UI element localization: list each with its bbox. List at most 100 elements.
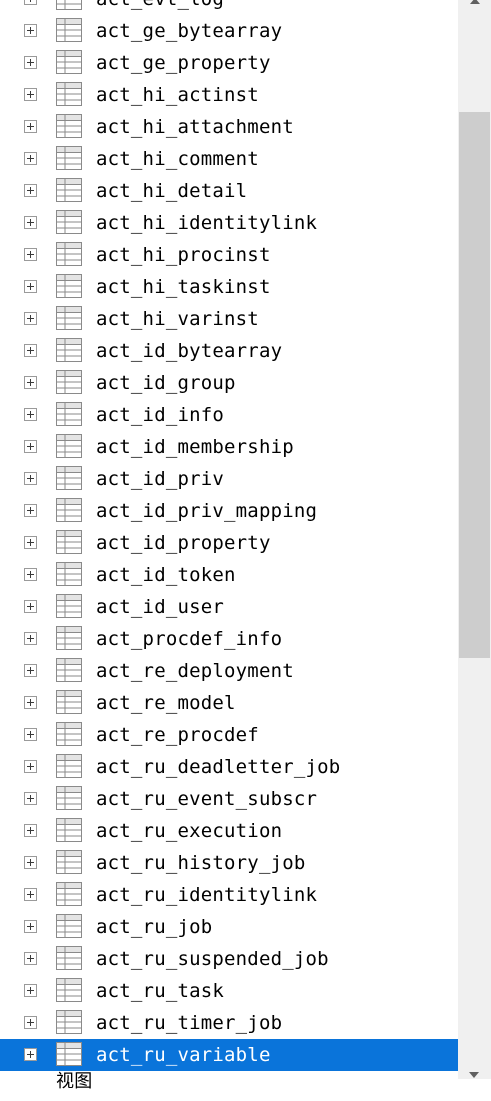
tree-node-label: act_re_model (96, 692, 236, 714)
scroll-up-arrow-icon[interactable] (458, 0, 491, 20)
expand-plus-icon[interactable] (24, 792, 37, 805)
tree-node-table[interactable]: act_ru_deadletter_job (0, 751, 458, 783)
tree-node-label: act_re_procdef (96, 724, 259, 746)
tree-node-label: act_ru_deadletter_job (96, 756, 341, 778)
tree-node-table[interactable]: act_ru_identitylink (0, 879, 458, 911)
table-icon (56, 786, 82, 810)
expand-plus-icon[interactable] (24, 888, 37, 901)
expand-plus-icon[interactable] (24, 344, 37, 357)
expand-plus-icon[interactable] (24, 1048, 37, 1061)
tree-node-label: act_id_membership (96, 436, 294, 458)
table-icon (56, 978, 82, 1002)
table-icon (56, 658, 82, 682)
tree-node-table[interactable]: act_id_user (0, 591, 458, 623)
expand-plus-icon[interactable] (24, 632, 37, 645)
expand-plus-icon[interactable] (24, 504, 37, 517)
tree-node-table[interactable]: act_id_bytearray (0, 335, 458, 367)
tree-node-table[interactable]: act_ru_task (0, 975, 458, 1007)
table-icon (56, 690, 82, 714)
table-icon (56, 370, 82, 394)
tree-node-label: act_id_priv (96, 468, 225, 490)
expand-plus-icon[interactable] (24, 184, 37, 197)
tree-node-label: act_hi_actinst (96, 84, 259, 106)
expand-plus-icon[interactable] (24, 280, 37, 293)
tree-node-table[interactable]: act_ru_suspended_job (0, 943, 458, 975)
tree-node-table[interactable]: act_evt_log (0, 0, 458, 15)
table-icon (56, 562, 82, 586)
expand-plus-icon[interactable] (24, 568, 37, 581)
expand-plus-icon[interactable] (24, 376, 37, 389)
expand-plus-icon[interactable] (24, 824, 37, 837)
tree-node-table[interactable]: act_ru_execution (0, 815, 458, 847)
tree-node-table[interactable]: act_ru_timer_job (0, 1007, 458, 1039)
tree-node-table[interactable]: act_hi_procinst (0, 239, 458, 271)
tree-node-table[interactable]: act_id_property (0, 527, 458, 559)
tree-node-table[interactable]: act_ge_bytearray (0, 15, 458, 47)
tree-node-table[interactable]: act_hi_comment (0, 143, 458, 175)
tree-node-label: act_id_token (96, 564, 236, 586)
table-icon (56, 594, 82, 618)
expand-plus-icon[interactable] (24, 1016, 37, 1029)
tree-node-table[interactable]: act_id_priv (0, 463, 458, 495)
expand-plus-icon[interactable] (24, 696, 37, 709)
tree-node-label: act_id_group (96, 372, 236, 394)
tree-node-table[interactable]: act_hi_actinst (0, 79, 458, 111)
tree-node-table[interactable]: act_id_group (0, 367, 458, 399)
tree-node-table[interactable]: act_ru_variable (0, 1039, 458, 1071)
tree-node-table[interactable]: act_hi_identitylink (0, 207, 458, 239)
tree-node-table[interactable]: act_re_procdef (0, 719, 458, 751)
expand-plus-icon[interactable] (24, 120, 37, 133)
vertical-scrollbar[interactable] (458, 0, 491, 1079)
tree-node-table[interactable]: act_hi_detail (0, 175, 458, 207)
tree-node-label: act_ru_suspended_job (96, 948, 329, 970)
expand-plus-icon[interactable] (24, 728, 37, 741)
tree-node-label: act_hi_comment (96, 148, 259, 170)
table-icon (56, 498, 82, 522)
expand-plus-icon[interactable] (24, 152, 37, 165)
tree-node-label: act_ge_property (96, 52, 271, 74)
table-icon (56, 338, 82, 362)
tree-node-views[interactable]: 视图 (0, 1071, 458, 1101)
expand-plus-icon[interactable] (24, 760, 37, 773)
tree-node-label: act_ge_bytearray (96, 20, 283, 42)
table-icon (56, 466, 82, 490)
expand-plus-icon[interactable] (24, 856, 37, 869)
tree-node-table[interactable]: act_procdef_info (0, 623, 458, 655)
tree-node-table[interactable]: act_ru_event_subscr (0, 783, 458, 815)
expand-plus-icon[interactable] (24, 664, 37, 677)
expand-plus-icon[interactable] (24, 216, 37, 229)
table-icon (56, 946, 82, 970)
expand-plus-icon[interactable] (24, 440, 37, 453)
expand-plus-icon[interactable] (24, 984, 37, 997)
table-icon (56, 626, 82, 650)
tree-node-table[interactable]: act_hi_taskinst (0, 271, 458, 303)
expand-plus-icon[interactable] (24, 312, 37, 325)
tree-node-table[interactable]: act_re_deployment (0, 655, 458, 687)
expand-plus-icon[interactable] (24, 952, 37, 965)
tree-node-table[interactable]: act_ru_history_job (0, 847, 458, 879)
expand-plus-icon[interactable] (24, 88, 37, 101)
scroll-thumb[interactable] (459, 112, 490, 658)
tree-node-table[interactable]: act_ru_job (0, 911, 458, 943)
expand-plus-icon[interactable] (24, 408, 37, 421)
tree-node-table[interactable]: act_re_model (0, 687, 458, 719)
expand-plus-icon[interactable] (24, 0, 37, 5)
expand-plus-icon[interactable] (24, 24, 37, 37)
tree-node-table[interactable]: act_hi_attachment (0, 111, 458, 143)
tree-node-label: act_hi_attachment (96, 116, 294, 138)
tree-node-table[interactable]: act_id_info (0, 399, 458, 431)
tree-node-table[interactable]: act_id_priv_mapping (0, 495, 458, 527)
expand-plus-icon[interactable] (24, 600, 37, 613)
expand-plus-icon[interactable] (24, 920, 37, 933)
tree-node-table[interactable]: act_ge_property (0, 47, 458, 79)
expand-plus-icon[interactable] (24, 536, 37, 549)
tree-node-table[interactable]: act_id_token (0, 559, 458, 591)
expand-plus-icon[interactable] (24, 472, 37, 485)
scroll-down-arrow-icon[interactable] (458, 1066, 491, 1079)
tree-node-table[interactable]: act_hi_varinst (0, 303, 458, 335)
expand-plus-icon[interactable] (24, 56, 37, 69)
tree-node-table[interactable]: act_id_membership (0, 431, 458, 463)
expand-plus-icon[interactable] (24, 248, 37, 261)
tree-node-label: act_ru_timer_job (96, 1012, 283, 1034)
tree-node-label: act_hi_detail (96, 180, 248, 202)
